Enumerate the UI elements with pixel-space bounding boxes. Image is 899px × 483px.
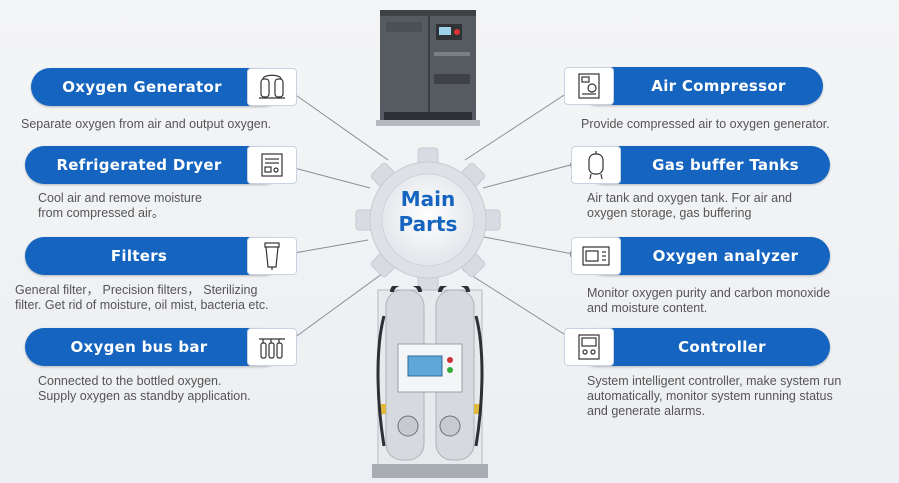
air-compressor-desc-line: Provide compressed air to oxygen generat… — [581, 117, 830, 131]
main-parts-line2: Parts — [398, 212, 458, 236]
air-compressor-pill: Air Compressor — [564, 67, 823, 105]
oxygen-generator-desc: Separate oxygen from air and output oxyg… — [21, 117, 271, 132]
gas-buffer-tanks-desc-line: oxygen storage, gas buffering — [587, 206, 752, 220]
air-compressor-label: Air Compressor — [651, 77, 786, 95]
oxygen-bus-bar-label: Oxygen bus bar — [70, 338, 208, 356]
controller-desc-line: automatically, monitor system running st… — [587, 389, 833, 403]
refrigerated-dryer-icon — [247, 146, 297, 184]
air-compressor-machine-image — [376, 10, 480, 126]
oxygen-generator-pill: Oxygen Generator — [31, 68, 297, 106]
gas-buffer-tanks-pill: Gas buffer Tanks — [571, 146, 830, 184]
filters-pill: Filters — [25, 237, 297, 275]
controller-desc-line: System intelligent controller, make syst… — [587, 374, 842, 388]
refrigerated-dryer-desc: Cool air and remove moisture from compre… — [38, 191, 202, 221]
main-parts-line1: Main — [400, 187, 456, 211]
oxygen-analyzer-label: Oxygen analyzer — [652, 247, 799, 265]
gear-icon — [355, 147, 501, 293]
air-compressor-desc: Provide compressed air to oxygen generat… — [581, 117, 830, 132]
oxygen-analyzer-icon — [571, 237, 621, 275]
filters-desc: General filter， Precision filters， Steri… — [15, 283, 269, 313]
air-compressor-icon — [564, 67, 614, 105]
oxygen-generator-label: Oxygen Generator — [62, 78, 222, 96]
controller-label: Controller — [678, 338, 766, 356]
main-parts-title: Main Parts — [353, 187, 503, 237]
oxygen-bus-bar-icon — [247, 328, 297, 366]
gas-buffer-tanks-label: Gas buffer Tanks — [652, 156, 799, 174]
oxygen-generator-desc-line: Separate oxygen from air and output oxyg… — [21, 117, 272, 131]
oxygen-bus-bar-desc: Connected to the bottled oxygen. Supply … — [38, 374, 251, 404]
oxygen-analyzer-desc: Monitor oxygen purity and carbon monoxid… — [587, 286, 830, 316]
controller-icon — [564, 328, 614, 366]
gas-buffer-tanks-desc-line: Air tank and oxygen tank. For air and — [587, 191, 792, 205]
oxygen-generator-icon — [247, 68, 297, 106]
refrigerated-dryer-pill: Refrigerated Dryer — [25, 146, 297, 184]
filters-desc-line: filter. Get rid of moisture, oil mist, b… — [15, 298, 269, 312]
oxygen-analyzer-desc-line: and moisture content. — [587, 301, 708, 315]
controller-pill: Controller — [564, 328, 830, 366]
oxygen-bus-bar-desc-line: Connected to the bottled oxygen. — [38, 374, 222, 388]
refrigerated-dryer-desc-line: Cool air and remove moisture — [38, 191, 202, 205]
refrigerated-dryer-desc-line: from compressed air。 — [38, 206, 165, 220]
oxygen-bus-bar-desc-line: Supply oxygen as standby application. — [38, 389, 251, 403]
controller-desc-line: and generate alarms. — [587, 404, 706, 418]
filters-desc-line: General filter， Precision filters， Steri… — [15, 283, 258, 297]
gas-buffer-tanks-desc: Air tank and oxygen tank. For air and ox… — [587, 191, 792, 221]
controller-desc: System intelligent controller, make syst… — [587, 374, 841, 419]
gas-tank-icon — [571, 146, 621, 184]
main-parts-gear: Main Parts — [353, 145, 503, 295]
oxygen-analyzer-pill: Oxygen analyzer — [571, 237, 830, 275]
oxygen-bus-bar-pill: Oxygen bus bar — [25, 328, 297, 366]
oxygen-generator-machine-image — [372, 286, 488, 478]
oxygen-analyzer-desc-line: Monitor oxygen purity and carbon monoxid… — [587, 286, 831, 300]
refrigerated-dryer-label: Refrigerated Dryer — [56, 156, 222, 174]
filter-icon — [247, 237, 297, 275]
filters-label: Filters — [110, 247, 168, 265]
